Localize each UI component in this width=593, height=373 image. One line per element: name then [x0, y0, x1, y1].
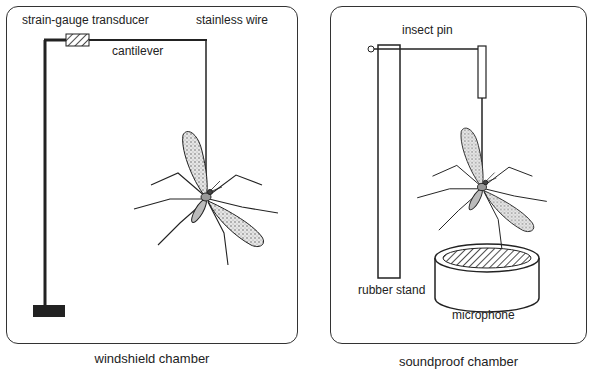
chamber-panel: windshield chamber — [6, 6, 298, 370]
cantilever-beam — [89, 39, 207, 41]
stand — [33, 40, 66, 317]
microphone-shape — [435, 244, 539, 312]
insect — [134, 132, 278, 265]
part-label: strain-gauge transducer — [22, 14, 149, 27]
part-label: microphone — [452, 309, 515, 322]
strain-gauge — [66, 34, 89, 46]
part-label: stainless wire — [196, 14, 268, 27]
insect — [417, 128, 547, 248]
chamber-caption: soundproof chamber — [399, 355, 518, 369]
part-label: rubber stand — [358, 284, 425, 297]
pin — [374, 48, 482, 50]
part-label: cantilever — [112, 45, 163, 58]
pin-holder — [478, 46, 486, 98]
chamber-caption: windshield chamber — [95, 352, 210, 366]
part-label: insect pin — [402, 24, 453, 37]
rubber-stand-shape — [378, 45, 400, 278]
pin-head — [368, 46, 374, 52]
